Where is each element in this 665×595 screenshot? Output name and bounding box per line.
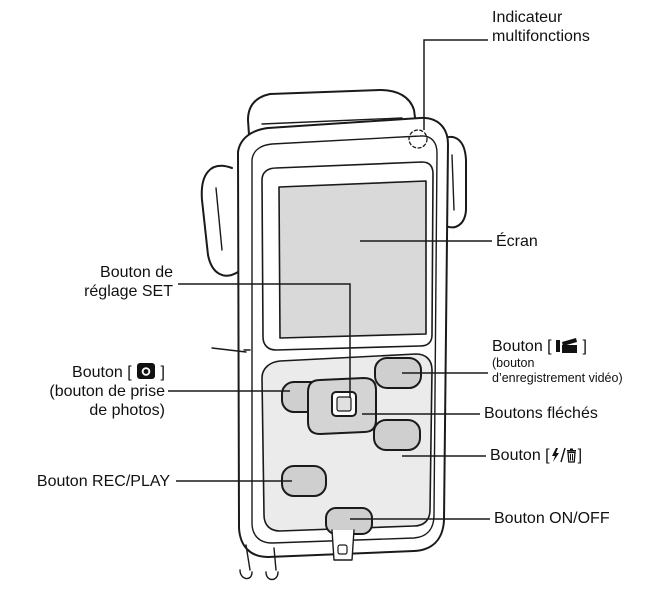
flash-trash-icon	[551, 447, 576, 463]
flash-delete-button	[373, 419, 421, 451]
leader-set	[178, 283, 351, 398]
label-flash-delete-button: Bouton [ ]	[490, 447, 583, 464]
label-indicator: Indicateur multifonctions	[492, 9, 590, 45]
label-video-button: Bouton [ ] (bouton d’enregistrement vidé…	[492, 338, 623, 385]
label-arrow-buttons: Boutons fléchés	[484, 405, 598, 422]
indicator-lamp	[408, 129, 428, 149]
label-on-off-button: Bouton ON/OFF	[494, 510, 610, 527]
leader-indicator	[423, 39, 488, 130]
label-rec-play-button: Bouton REC/PLAY	[36, 473, 170, 490]
label-set-button: Bouton de réglage SET	[84, 264, 173, 300]
label-photo-button: Bouton [ ] (bouton de prise de photos)	[49, 363, 165, 419]
video-camera-icon	[556, 338, 578, 353]
camera-icon	[137, 363, 156, 379]
screen	[278, 180, 427, 339]
left-strap-loop	[200, 164, 239, 277]
label-screen: Écran	[496, 233, 538, 250]
